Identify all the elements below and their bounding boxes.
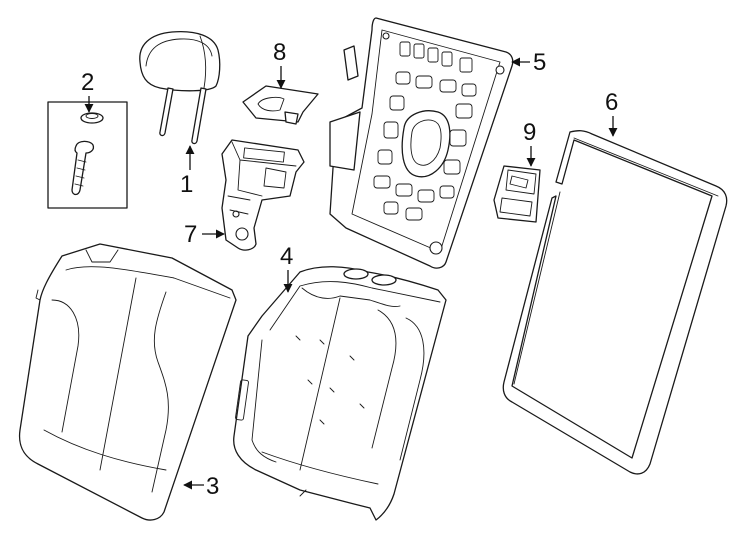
callout-3-label: 3 [206,473,219,500]
seat-back-cover [18,243,237,521]
seat-back-frame [329,17,514,269]
callout-6: 6 [605,89,618,137]
callout-9: 9 [523,119,536,167]
callout-6-label: 6 [605,89,618,116]
callout-1-label: 1 [180,171,193,198]
latch-handle [221,139,305,251]
callout-4: 4 [280,243,293,293]
callout-9-label: 9 [523,119,536,146]
callout-4-label: 4 [280,243,293,270]
callout-3: 3 [183,473,219,500]
callout-7: 7 [184,221,225,248]
seat-back-pad [233,266,447,521]
headrest-guide-kit [47,101,128,209]
callout-5-label: 5 [533,49,546,76]
callout-8: 8 [273,39,286,89]
headrest [139,30,221,145]
callout-7-label: 7 [184,221,197,248]
release-switch [493,165,541,223]
callout-8-label: 8 [273,39,286,66]
callout-2: 2 [81,69,94,113]
latch-bezel [242,85,319,125]
callout-1: 1 [180,145,195,198]
callout-2-label: 2 [81,69,94,96]
trim-seal [502,130,728,475]
callout-5: 5 [511,49,546,76]
